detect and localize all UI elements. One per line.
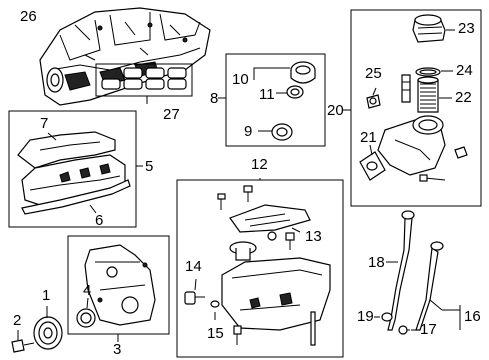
adapter-bolts: [419, 146, 468, 182]
front-crank-seal: [76, 308, 96, 328]
callout-9: 9: [244, 123, 253, 140]
callout-6: 6: [95, 212, 104, 229]
callout-8: 8: [210, 90, 219, 107]
callout-20: 20: [327, 102, 344, 119]
oil-filler-tube: [271, 123, 293, 141]
callout-1: 1: [42, 287, 51, 304]
oil-pan-bolt-upper: [217, 185, 253, 210]
callout-12: 12: [251, 156, 268, 173]
harmonic-balancer: [33, 316, 63, 350]
callout-26: 26: [20, 8, 37, 25]
balancer-bolt: [11, 339, 35, 353]
callout-27: 27: [163, 106, 180, 123]
callout-17: 17: [420, 321, 437, 338]
oil-filter-adapter-gasket: [359, 151, 386, 181]
dipstick-tube: [387, 210, 415, 331]
callout-21: 21: [360, 129, 377, 146]
oil-pressure-sensor: [366, 94, 381, 109]
cam-cover-upper: [17, 131, 116, 169]
oil-filter-cap: [412, 14, 446, 43]
callout-4: 4: [83, 282, 92, 299]
callout-19: 19: [357, 308, 374, 325]
callout-25: 25: [365, 65, 382, 82]
oil-filter-oring: [415, 67, 441, 77]
intake-manifold: [39, 7, 211, 106]
oil-filter-adapter-housing: [377, 115, 446, 176]
callout-22: 22: [455, 89, 472, 106]
oil-pan: [221, 257, 331, 331]
callout-3: 3: [113, 341, 122, 358]
callout-18: 18: [368, 254, 385, 271]
callout-15: 15: [207, 325, 224, 342]
dipstick-seal: [381, 312, 393, 322]
dipstick-oring: [398, 325, 410, 335]
callout-10: 10: [232, 71, 249, 88]
callout-23: 23: [458, 20, 475, 37]
oil-pump-pickup: [229, 241, 257, 261]
box-oil-cap: [225, 53, 326, 147]
callout-2: 2: [13, 312, 22, 329]
intake-gasket-set: [95, 63, 193, 104]
oil-pan-stud: [285, 232, 295, 250]
callout-16: 16: [464, 308, 481, 325]
oil-filter-fitting: [401, 74, 411, 103]
oil-filler-cap: [290, 61, 316, 84]
oil-filter-element: [417, 76, 439, 113]
oil-filler-seal: [286, 85, 304, 99]
box-oil-filter: [350, 9, 482, 207]
dipstick: [415, 241, 444, 331]
cam-cover-gasket: [21, 179, 131, 215]
callout-14: 14: [185, 258, 202, 275]
callout-24: 24: [456, 62, 473, 79]
callout-11: 11: [259, 86, 275, 103]
callout-7: 7: [40, 115, 49, 132]
oil-pump-baffle: [229, 204, 311, 241]
callout-5: 5: [145, 158, 154, 175]
front-cover: [84, 244, 156, 326]
drain-plug: [184, 291, 316, 346]
box-valve-covers: [8, 110, 137, 228]
callout-13: 13: [305, 228, 322, 245]
